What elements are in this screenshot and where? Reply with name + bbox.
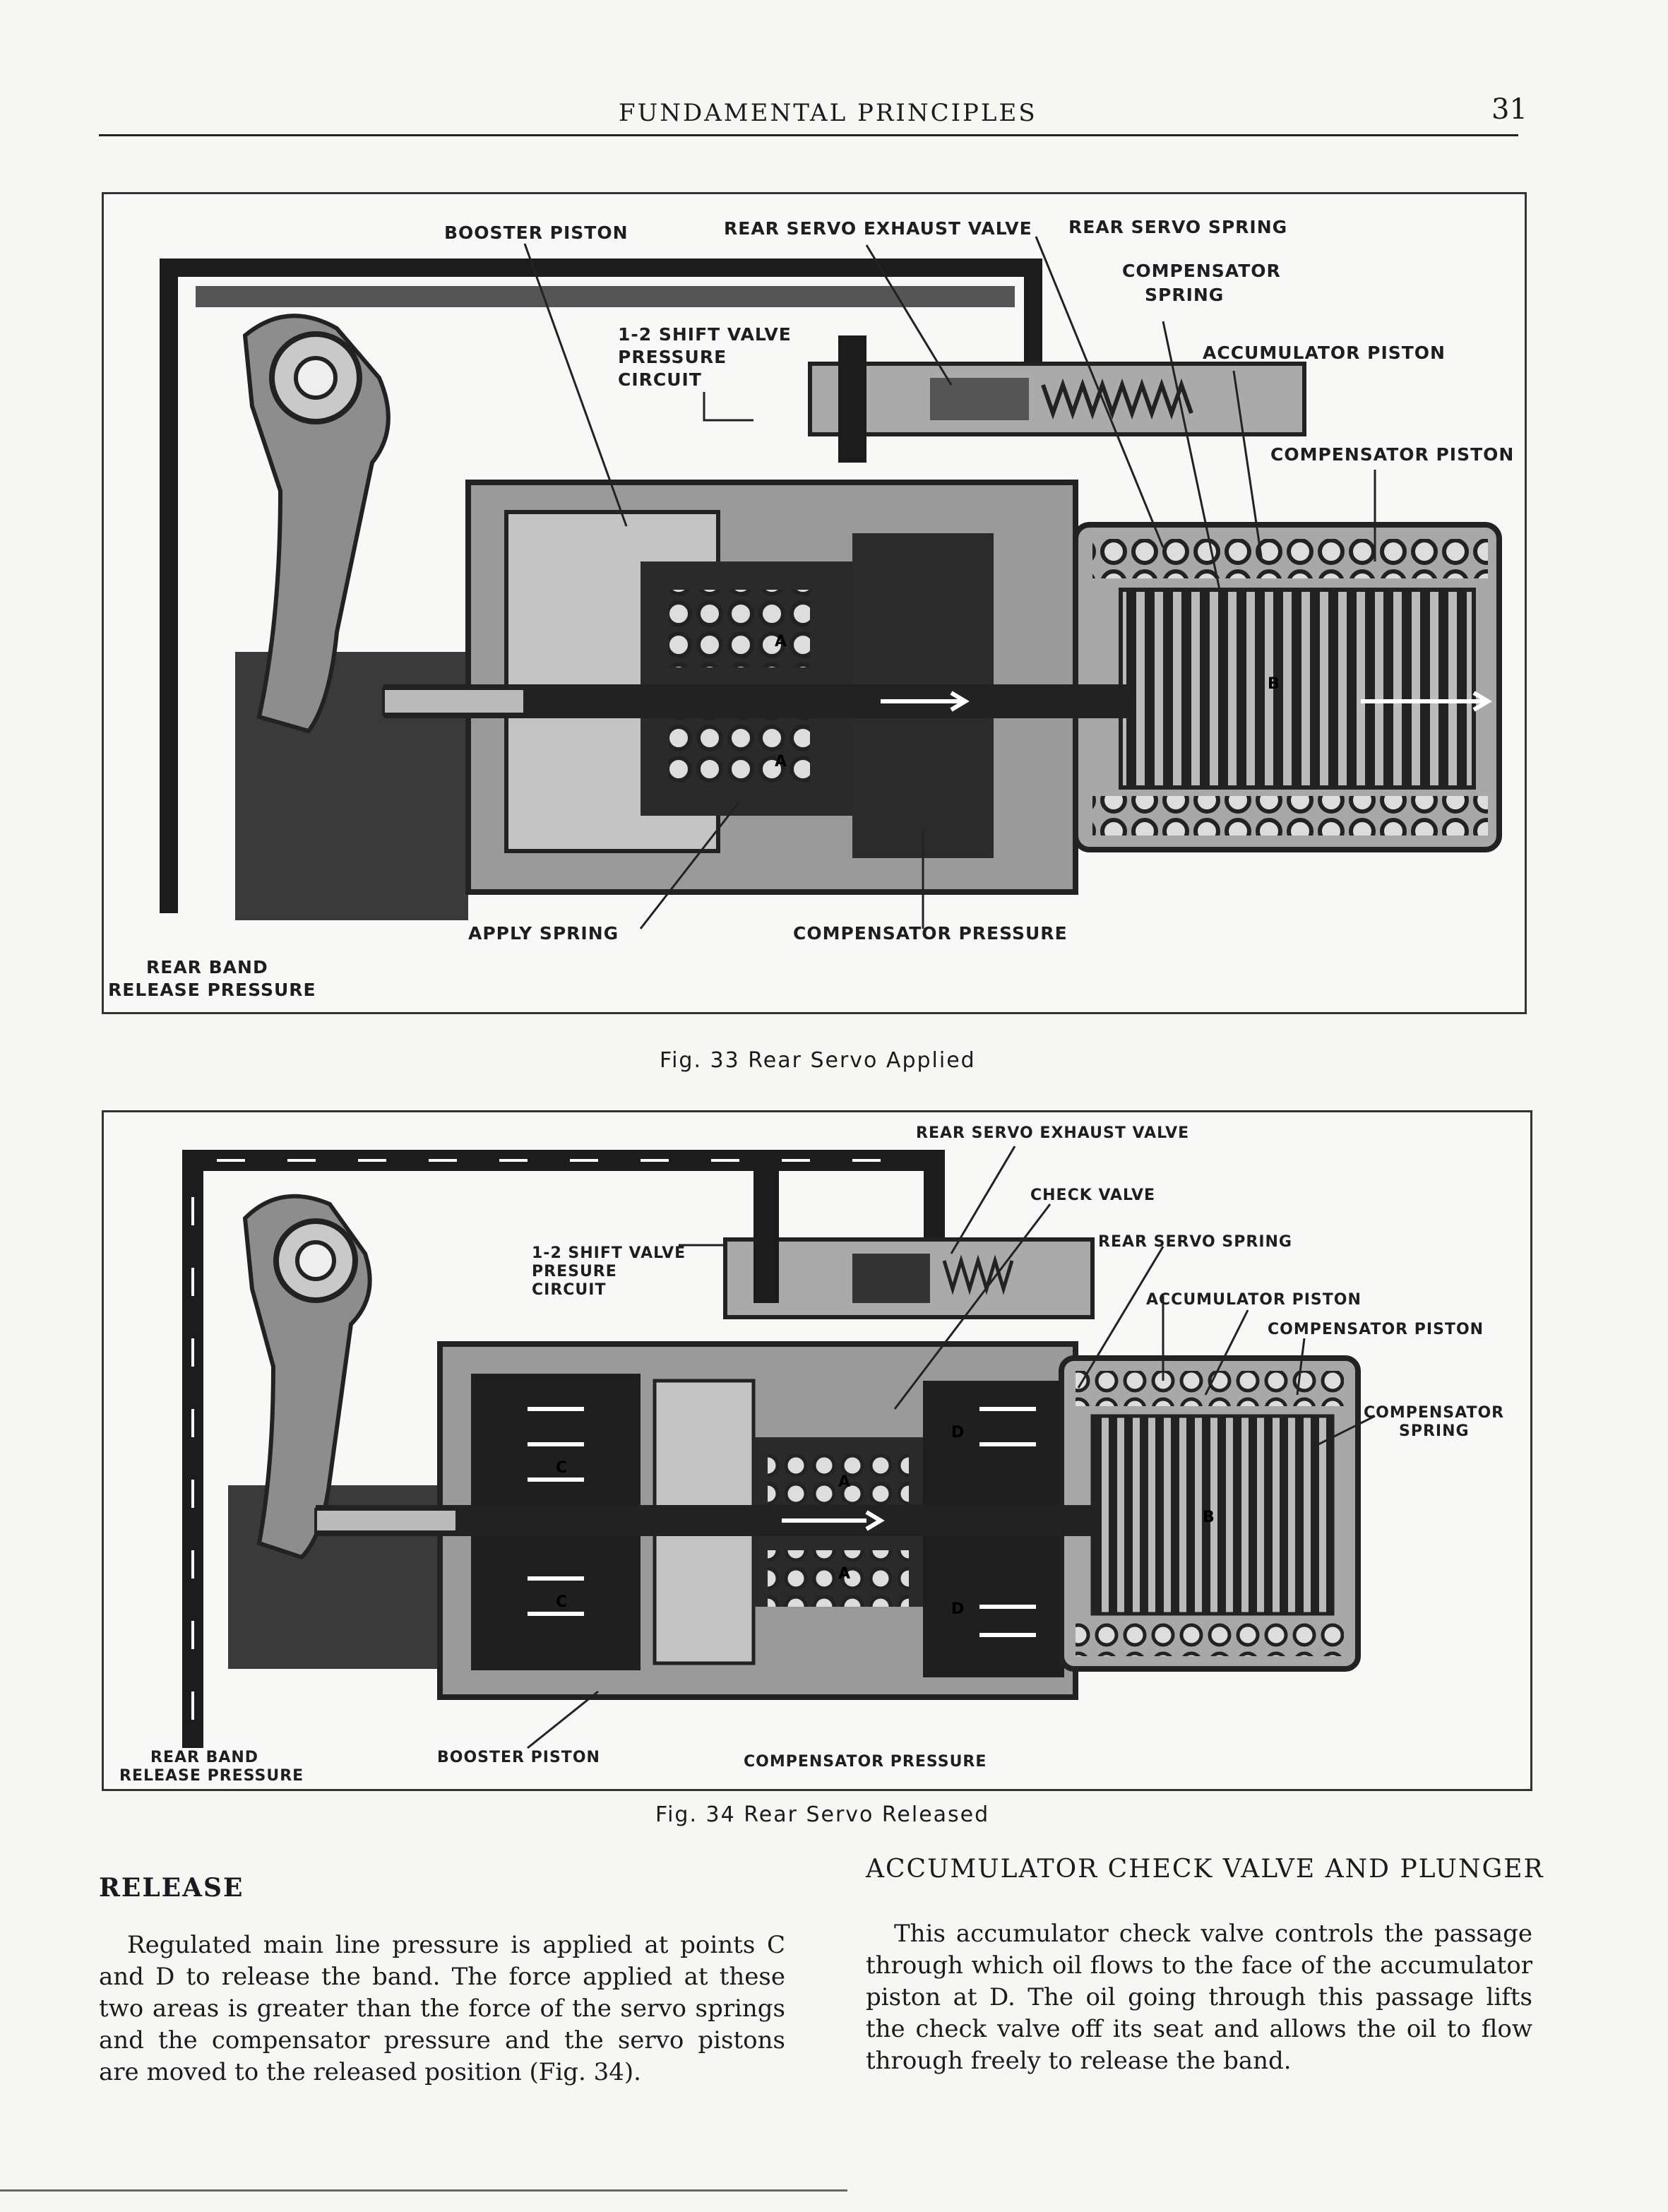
release-line: are moved to the released position (Fig.… xyxy=(99,2058,641,2086)
label-booster-piston: BOOSTER PISTON xyxy=(437,1749,600,1766)
exhaust-valve-spring xyxy=(1041,378,1193,420)
marker-a-lower: A xyxy=(775,753,787,771)
shift-valve-passage xyxy=(838,335,866,463)
accumulator-line: through freely to release the band. xyxy=(866,2047,1292,2075)
label-shift-valve-3: CIRCUIT xyxy=(618,369,702,390)
label-rear-servo-spring: REAR SERVO SPRING xyxy=(1098,1233,1292,1251)
release-line: and the compensator pressure and the ser… xyxy=(99,2026,785,2055)
leader-lines xyxy=(523,236,1376,929)
marker-c-upper: C xyxy=(556,1459,567,1477)
leader-lines xyxy=(527,1146,1376,1749)
label-rear-band-1: REAR BAND xyxy=(150,1749,259,1766)
apply-spring-upper xyxy=(669,590,810,667)
label-compensator-spring-1: COMPENSATOR xyxy=(1364,1404,1505,1422)
header-rule xyxy=(99,134,1518,136)
release-heading: RELEASE xyxy=(99,1873,244,1903)
accumulator-heading: ACCUMULATOR CHECK VALVE AND PLUNGER xyxy=(866,1855,1544,1884)
label-accumulator-piston: ACCUMULATOR PISTON xyxy=(1146,1291,1362,1309)
marker-b: B xyxy=(1268,675,1280,693)
figure-33: A A B BOOSTER PISTON REAR SERVO EXHAUST … xyxy=(102,192,1527,1014)
label-compensator-spring-2: SPRING xyxy=(1145,285,1225,305)
label-shift-valve-1: 1-2 SHIFT VALVE xyxy=(618,324,792,345)
channel-shading xyxy=(196,286,1015,307)
check-valve xyxy=(852,1254,930,1303)
marker-c-lower: C xyxy=(556,1593,567,1611)
label-shift-valve-2: PRESSURE xyxy=(618,347,727,367)
marker-a-upper: A xyxy=(775,633,787,650)
label-rear-servo-exhaust-valve: REAR SERVO EXHAUST VALVE xyxy=(724,218,1032,239)
page-number: 31 xyxy=(1491,93,1527,126)
accumulator-line: piston at D. The oil going through this … xyxy=(866,1983,1532,2011)
label-shift-valve-3: CIRCUIT xyxy=(532,1281,607,1299)
release-pressure-channel xyxy=(182,1150,945,1748)
label-rear-band-2: RELEASE PRESSURE xyxy=(119,1767,304,1785)
label-compensator-piston: COMPENSATOR PISTON xyxy=(1268,1321,1484,1338)
label-accumulator-piston: ACCUMULATOR PISTON xyxy=(1203,343,1446,363)
label-compensator-pressure: COMPENSATOR PRESSURE xyxy=(793,923,1068,944)
marker-a-upper: A xyxy=(838,1473,850,1491)
rear-servo-released-diagram: C C A A D D B xyxy=(182,1146,1376,1749)
flow-arrows xyxy=(528,1407,1036,1637)
label-booster-piston: BOOSTER PISTON xyxy=(444,222,629,243)
apply-spring-lower xyxy=(669,710,810,787)
label-compensator-spring-2: SPRING xyxy=(1399,1422,1470,1440)
flow-arrows xyxy=(881,691,1492,712)
marker-b: B xyxy=(1203,1509,1215,1526)
marker-a-lower: A xyxy=(838,1565,850,1583)
shift-valve-passage xyxy=(753,1162,779,1303)
accumulator-paragraph: This accumulator check valve controls th… xyxy=(866,1918,1532,2077)
label-compensator-spring-1: COMPENSATOR xyxy=(1122,261,1281,281)
figure-33-caption: Fig. 33 Rear Servo Applied xyxy=(660,1048,976,1073)
label-check-valve: CHECK VALVE xyxy=(1030,1187,1156,1204)
flow-arrows-channel xyxy=(191,1159,916,1720)
label-compensator-piston: COMPENSATOR PISTON xyxy=(1270,444,1515,465)
exhaust-valve xyxy=(930,378,1029,420)
label-rear-band-2: RELEASE PRESSURE xyxy=(108,980,316,1000)
compensator-spring xyxy=(1119,588,1476,790)
rear-servo-applied-diagram: A A B xyxy=(160,236,1502,929)
accumulator-line: This accumulator check valve controls th… xyxy=(894,1920,1532,1948)
accumulator-line: through which oil flows to the face of t… xyxy=(866,1951,1532,1980)
rear-servo-spring-bottom xyxy=(1076,1621,1344,1656)
release-line: two areas is greater than the force of t… xyxy=(99,1994,785,2023)
release-pressure-channel xyxy=(160,258,1042,913)
label-shift-valve-2: PRESURE xyxy=(532,1263,617,1280)
marker-d-upper: D xyxy=(951,1424,964,1441)
label-compensator-pressure: COMPENSATOR PRESSURE xyxy=(744,1753,987,1771)
figure-34-caption: Fig. 34 Rear Servo Released xyxy=(655,1802,990,1827)
apply-spring-upper xyxy=(768,1451,909,1508)
rear-servo-spring-bottom xyxy=(1092,796,1488,836)
marker-d-lower: D xyxy=(951,1600,964,1618)
release-line: Regulated main line pressure is applied … xyxy=(127,1931,785,1959)
band-lever xyxy=(242,314,391,734)
rear-servo-spring-top xyxy=(1092,539,1488,578)
label-rear-servo-spring: REAR SERVO SPRING xyxy=(1068,217,1288,237)
compensator-spring xyxy=(1090,1414,1335,1616)
apply-spring-lower xyxy=(768,1550,909,1607)
release-paragraph: Regulated main line pressure is applied … xyxy=(99,1929,785,2088)
running-header: FUNDAMENTAL PRINCIPLES xyxy=(619,99,1037,127)
label-apply-spring: APPLY SPRING xyxy=(468,923,619,944)
page-edge-line xyxy=(0,2189,847,2192)
check-valve-spring xyxy=(942,1254,1014,1295)
label-rear-servo-exhaust-valve: REAR SERVO EXHAUST VALVE xyxy=(916,1124,1190,1142)
label-shift-valve-1: 1-2 SHIFT VALVE xyxy=(532,1244,686,1262)
figure-34: C C A A D D B REAR SERVO EXHAUST VALVE C… xyxy=(102,1110,1532,1791)
accumulator-line: the check valve off its seat and allows … xyxy=(866,2015,1532,2043)
label-rear-band-1: REAR BAND xyxy=(146,957,268,977)
release-line: and D to release the band. The force app… xyxy=(99,1963,785,1991)
